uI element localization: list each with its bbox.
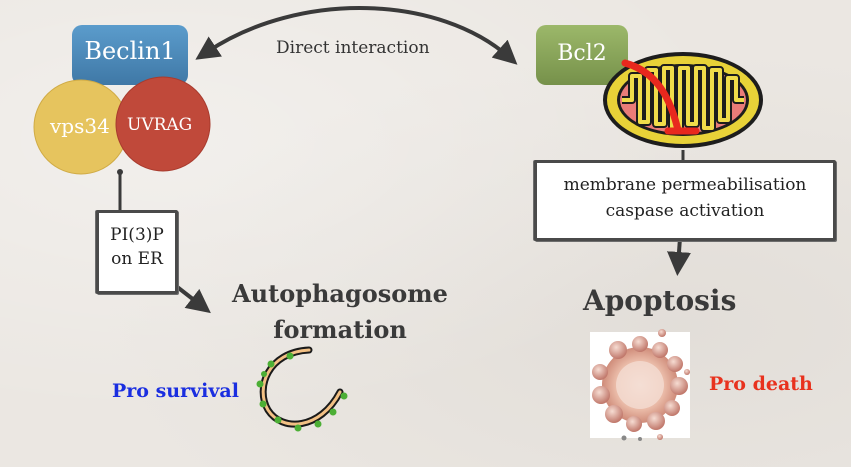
pi3p-line2: on ER <box>111 249 163 269</box>
apoptosis-label: Apoptosis <box>583 284 737 317</box>
pro-death-label: Pro death <box>709 373 813 395</box>
membrane-box: membrane permeabilisation caspase activa… <box>534 160 836 241</box>
autophagosome-arrow <box>174 284 211 314</box>
apoptotic-cell-icon <box>590 329 690 441</box>
apoptosis-arrow <box>667 237 691 276</box>
membrane-line1: membrane permeabilisation <box>563 175 807 195</box>
vps34-label: vps34 <box>50 114 110 138</box>
pi3p-box: PI(3)P on ER <box>96 210 178 294</box>
autophagosome-formation-label: Autophagosome formation <box>220 276 460 348</box>
autophagosome-line2: formation <box>273 315 407 344</box>
bcl2-label: Bcl2 <box>557 41 607 66</box>
membrane-line2: caspase activation <box>605 201 765 221</box>
uvrag-label: UVRAG <box>127 115 193 135</box>
uvrag-shape <box>115 76 211 172</box>
autophagosome-line1: Autophagosome <box>232 279 448 308</box>
pro-survival-label: Pro survival <box>112 380 239 402</box>
beclin1-label: Beclin1 <box>84 37 176 65</box>
direct-interaction-label: Direct interaction <box>276 38 430 58</box>
direct-interaction-arrow <box>195 6 518 65</box>
beclin1-shape <box>72 25 188 85</box>
bcl2-shape <box>536 25 628 85</box>
autophagosome-icon <box>256 346 348 432</box>
pi3p-line1: PI(3)P <box>110 225 164 245</box>
mitochondria-icon <box>603 52 763 148</box>
